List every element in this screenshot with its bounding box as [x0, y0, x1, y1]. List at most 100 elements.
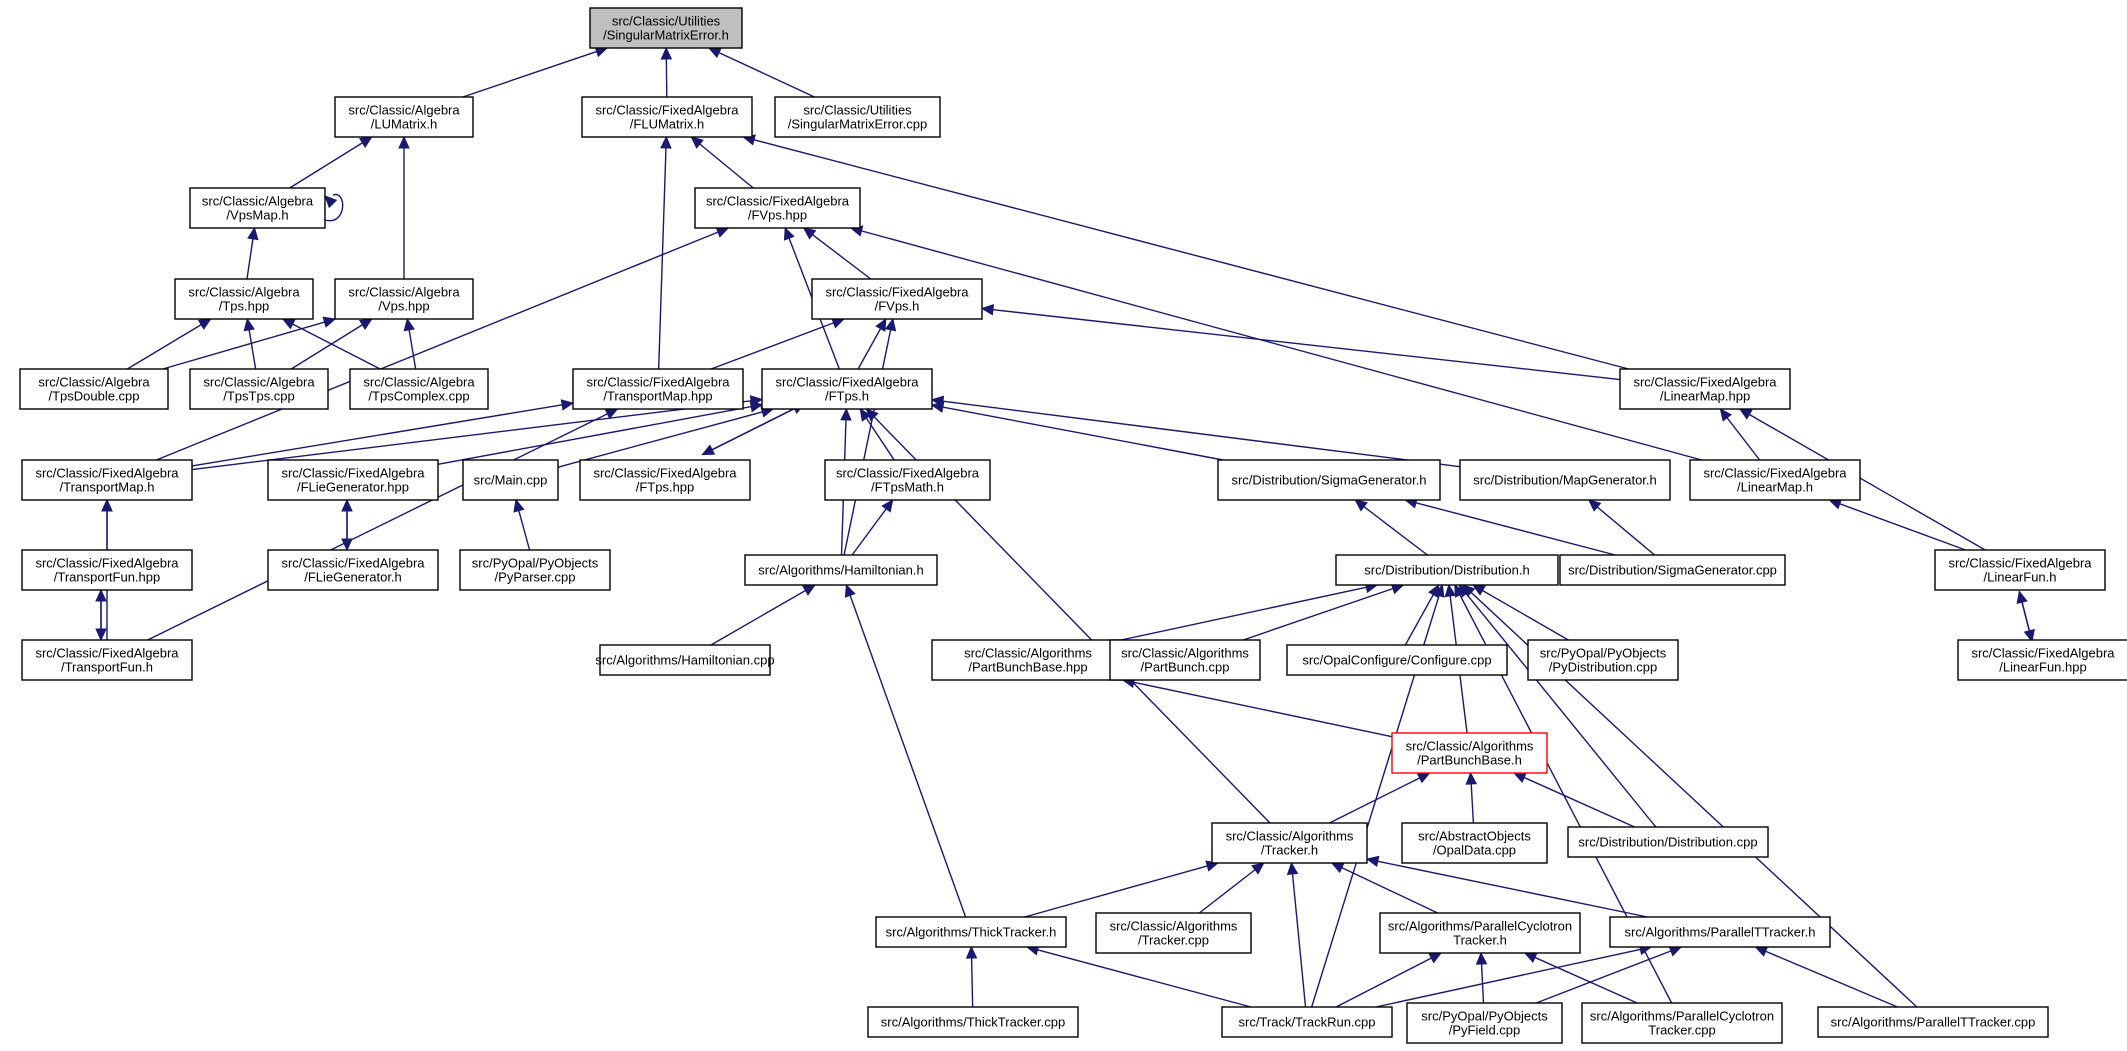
node-box	[267, 459, 439, 501]
edge-arrowhead	[95, 628, 107, 642]
edge-arrowhead	[341, 538, 353, 552]
graph-node[interactable]: src/Classic/FixedAlgebra/TransportMap.hp…	[572, 368, 744, 410]
edge-line	[147, 412, 609, 641]
graph-node[interactable]: src/Distribution/SigmaGenerator.cpp	[1559, 554, 1786, 586]
graph-node[interactable]: src/Algorithms/ParallelCyclotronTracker.…	[1581, 1002, 1783, 1044]
edge-line	[289, 141, 364, 189]
graph-node[interactable]: src/Classic/FixedAlgebra/LinearFun.hpp	[1957, 639, 2127, 681]
node-label: /PyParser.cpp	[495, 570, 576, 585]
graph-edge	[1754, 946, 1898, 1008]
edge-line	[857, 327, 882, 370]
graph-node[interactable]: src/AbstractObjects/OpalData.cpp	[1401, 822, 1548, 864]
graph-node[interactable]: src/Distribution/SigmaGenerator.h	[1217, 459, 1441, 501]
graph-node[interactable]: src/Algorithms/ThickTracker.h	[875, 916, 1067, 948]
node-box	[1689, 459, 1861, 501]
graph-node[interactable]: src/OpalConfigure/Configure.cpp	[1286, 644, 1508, 676]
node-box	[579, 459, 751, 501]
graph-node[interactable]: src/Classic/FixedAlgebra/TransportFun.hp…	[21, 549, 193, 591]
graph-node[interactable]: src/Classic/Utilities/SingularMatrixErro…	[774, 96, 941, 138]
node-label: src/Main.cpp	[474, 473, 548, 488]
graph-node[interactable]: src/Classic/FixedAlgebra/FVps.h	[811, 278, 983, 320]
node-box	[1379, 912, 1581, 954]
graph-edge	[191, 399, 575, 467]
node-label: src/Algorithms/ParallelTTracker.h	[1625, 925, 1816, 940]
edge-line	[462, 50, 598, 98]
node-box	[1567, 826, 1769, 858]
node-label: src/Classic/FixedAlgebra	[706, 194, 850, 209]
graph-node[interactable]: src/Classic/FixedAlgebra/LinearMap.hpp	[1619, 368, 1791, 410]
edge-line	[162, 321, 326, 370]
edge-arrowhead	[701, 444, 716, 456]
edge-arrowhead	[865, 408, 879, 422]
node-box	[189, 368, 329, 410]
graph-node[interactable]: src/Distribution/MapGenerator.h	[1459, 459, 1671, 501]
graph-node[interactable]: src/Classic/Algebra/LUMatrix.h	[334, 96, 474, 138]
node-label: /Tps.hpp	[219, 299, 270, 314]
edge-line	[1725, 416, 1761, 461]
graph-node[interactable]: src/PyOpal/PyObjects/PyDistribution.cpp	[1527, 639, 1679, 681]
graph-node[interactable]: src/Algorithms/Hamiltonian.cpp	[595, 644, 775, 676]
graph-node[interactable]: src/Classic/Algorithms/PartBunch.cpp	[1109, 639, 1261, 681]
node-box	[1817, 1006, 2049, 1038]
edges-layer	[95, 46, 2035, 1008]
graph-node[interactable]: src/Classic/FixedAlgebra/TransportMap.h	[21, 459, 193, 501]
graph-node[interactable]: src/Classic/Algebra/TpsTps.cpp	[189, 368, 329, 410]
graph-node[interactable]: src/Algorithms/ParallelCyclotronTracker.…	[1379, 912, 1581, 954]
graph-node[interactable]: src/Classic/FixedAlgebra/FLieGenerator.h…	[267, 459, 439, 501]
graph-node[interactable]: src/Classic/FixedAlgebra/TransportFun.h	[21, 639, 193, 681]
edge-line	[1120, 586, 1368, 641]
graph-node[interactable]: src/Classic/Algorithms/Tracker.cpp	[1095, 912, 1252, 954]
graph-node[interactable]: src/Classic/Algorithms/Tracker.h	[1211, 822, 1368, 864]
edge-line	[1335, 956, 1433, 1008]
graph-node[interactable]: src/Classic/Algorithms/PartBunchBase.hpp	[931, 639, 1125, 681]
graph-node[interactable]: src/Classic/Algebra/TpsComplex.cpp	[349, 368, 489, 410]
graph-node[interactable]: src/Classic/Algebra/VpsMap.h	[189, 187, 326, 229]
graph-edge	[1286, 861, 1307, 1008]
node-label: /LUMatrix.h	[371, 117, 437, 132]
node-box	[811, 278, 983, 320]
graph-node[interactable]: src/Classic/FixedAlgebra/FLUMatrix.h	[581, 96, 753, 138]
graph-node[interactable]: src/Track/TrackRun.cpp	[1221, 1006, 1393, 1038]
graph-node[interactable]: src/Classic/FixedAlgebra/LinearMap.h	[1689, 459, 1861, 501]
graph-node[interactable]: src/Distribution/Distribution.cpp	[1567, 826, 1769, 858]
edge-line	[843, 328, 892, 556]
graph-node[interactable]: src/Classic/Algorithms/PartBunchBase.h	[1391, 732, 1548, 774]
node-label: /TpsComplex.cpp	[368, 389, 469, 404]
graph-node[interactable]: src/Classic/FixedAlgebra/FVps.hpp	[694, 187, 861, 229]
graph-node[interactable]: src/Classic/FixedAlgebra/FTps.hpp	[579, 459, 751, 501]
graph-node[interactable]: src/PyOpal/PyObjects/PyParser.cpp	[459, 549, 611, 591]
node-box	[1619, 368, 1791, 410]
node-box	[761, 368, 933, 410]
graph-node[interactable]: src/Main.cpp	[462, 459, 559, 501]
graph-node[interactable]: src/Classic/FixedAlgebra/FTpsMath.h	[824, 459, 991, 501]
node-box	[875, 916, 1067, 948]
node-label: /LinearMap.hpp	[1660, 389, 1750, 404]
graph-node[interactable]: src/Classic/FixedAlgebra/LinearFun.h	[1934, 549, 2106, 591]
graph-node[interactable]: src/Algorithms/ParallelTTracker.cpp	[1817, 1006, 2049, 1038]
node-box	[572, 368, 744, 410]
edge-arrowhead	[965, 945, 978, 959]
node-label: Tracker.cpp	[1648, 1023, 1715, 1038]
edge-line	[1132, 681, 1393, 738]
graph-node[interactable]: src/Algorithms/Hamiltonian.h	[744, 554, 938, 586]
node-label: /LinearFun.h	[1984, 570, 2057, 585]
graph-node[interactable]: src/Algorithms/ThickTracker.cpp	[867, 1006, 1079, 1038]
graph-node[interactable]: src/Distribution/Distribution.h	[1335, 554, 1559, 586]
node-box	[21, 639, 193, 681]
graph-node[interactable]: src/Classic/FixedAlgebra/FTps.h	[761, 368, 933, 410]
edge-line	[2018, 591, 2031, 632]
edge-line	[324, 194, 344, 222]
graph-node[interactable]: src/Classic/Algebra/TpsDouble.cpp	[19, 368, 169, 410]
node-label: /TransportMap.hpp	[603, 389, 712, 404]
graph-node[interactable]: src/Classic/Utilities/SingularMatrixErro…	[589, 7, 743, 49]
graph-node[interactable]: src/Classic/Algebra/Vps.hpp	[334, 278, 474, 320]
graph-node[interactable]: src/Classic/FixedAlgebra/FLieGenerator.h	[267, 549, 439, 591]
edge-line	[991, 308, 1621, 381]
graph-node[interactable]: src/Algorithms/ParallelTTracker.h	[1609, 916, 1831, 948]
edge-arrowhead	[1433, 583, 1445, 598]
node-label: src/Distribution/MapGenerator.h	[1473, 473, 1657, 488]
graph-node[interactable]: src/PyOpal/PyObjects/PyField.cpp	[1406, 1002, 1563, 1044]
node-box	[1109, 639, 1261, 681]
graph-node[interactable]: src/Classic/Algebra/Tps.hpp	[174, 278, 314, 320]
